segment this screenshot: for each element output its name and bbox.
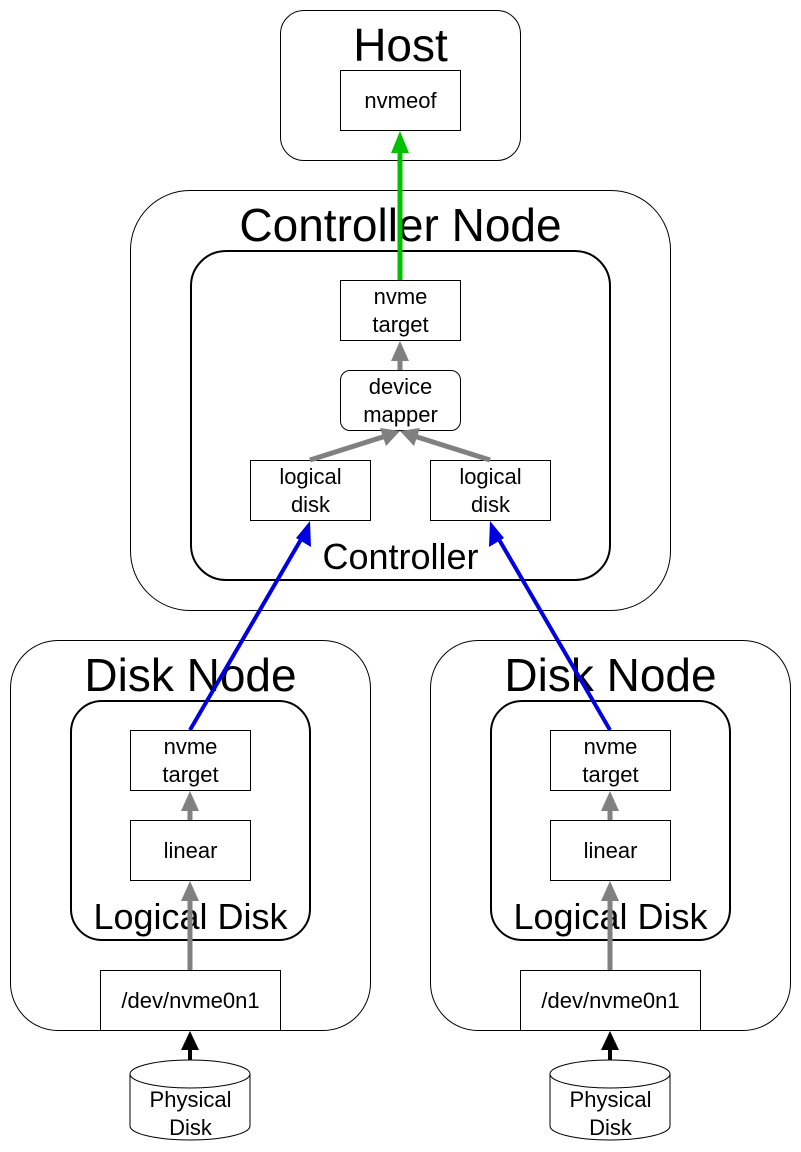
disk-links — [188, 521, 612, 732]
logical-disk-right-box: logical disk — [430, 460, 551, 521]
internal-arrows — [181, 341, 619, 970]
arrow-right-disk-to-mapper — [413, 433, 491, 463]
nvmeof-box: nvmeof — [340, 70, 461, 131]
disk-left-linear-box: linear — [130, 820, 251, 881]
logical-disk-right-line-1: logical — [459, 463, 522, 489]
disk-right-nvme-target-line-2: target — [582, 761, 639, 787]
controller-nvme-target-line-2: target — [372, 311, 429, 337]
arrow-mapper-to-target-head — [391, 341, 409, 361]
disk-node-right-title: Disk Node — [504, 649, 717, 701]
host-link — [391, 131, 409, 280]
physical-disk-right-line-1: Physical — [569, 1087, 652, 1112]
physical-disk-left-line-2: Disk — [169, 1115, 212, 1140]
controller-nvme-target-box: nvme target — [340, 280, 461, 341]
disk-left-nvme-target-box: nvme target — [130, 730, 251, 791]
physical-arrows — [181, 1031, 619, 1060]
logical-disk-left-line-1: logical — [279, 463, 342, 489]
arrow-left-disk-to-mapper — [309, 433, 387, 463]
physical-disk-right-line-2: Disk — [589, 1115, 632, 1140]
controller-title: Controller — [322, 536, 479, 577]
controller-nvme-target-line-1: nvme — [373, 283, 428, 309]
arrow-left-device-to-linear-head — [181, 881, 199, 901]
disk-node-left-title: Disk Node — [84, 649, 297, 701]
disk-right-device-box: /dev/nvme0n1 — [520, 970, 701, 1031]
logical-disk-left-line-2: disk — [290, 491, 331, 517]
arrow-disk-right-to-controller-head — [489, 521, 504, 547]
arrow-right-disk-to-mapper-head — [400, 428, 420, 446]
host-title: Host — [353, 19, 448, 71]
disk-right-linear-label: linear — [583, 837, 638, 863]
physical-disk-left-icon — [129, 1059, 251, 1141]
disk-left-nvme-target-line-1: nvme — [163, 733, 218, 759]
arrow-physical-right-head — [601, 1031, 619, 1050]
device-mapper-box: device mapper — [340, 370, 461, 431]
arrow-right-device-to-linear-head — [601, 881, 619, 901]
disk-right-device-label: /dev/nvme0n1 — [541, 987, 680, 1013]
physical-disk-left-label: Physical Disk — [130, 1086, 251, 1142]
arrow-disk-left-to-controller — [188, 534, 305, 732]
logical-disk-right-line-2: disk — [470, 491, 511, 517]
disk-right-nvme-target-line-1: nvme — [583, 733, 638, 759]
disk-left-nvme-target-line-2: target — [162, 761, 219, 787]
physical-disk-right-icon — [549, 1059, 671, 1141]
physical-disk-right-label: Physical Disk — [550, 1086, 671, 1142]
disk-right-nvme-target-box: nvme target — [550, 730, 671, 791]
arrow-disk-left-to-controller-head — [296, 521, 311, 547]
arrow-left-disk-to-mapper-head — [380, 428, 400, 446]
disk-left-linear-label: linear — [163, 837, 218, 863]
disk-left-device-box: /dev/nvme0n1 — [100, 970, 281, 1031]
nvmeof-label: nvmeof — [364, 87, 437, 113]
arrow-right-linear-to-target-head — [601, 791, 619, 811]
device-mapper-line-1: device — [368, 373, 433, 399]
device-mapper-line-2: mapper — [363, 401, 438, 427]
disk-right-linear-box: linear — [550, 820, 671, 881]
arrow-controller-to-host-head — [391, 131, 409, 153]
arrow-left-linear-to-target-head — [181, 791, 199, 811]
logical-disk-left-box: logical disk — [250, 460, 371, 521]
physical-disk-left-line-1: Physical — [149, 1087, 232, 1112]
arrow-disk-right-to-controller — [495, 534, 612, 732]
arrow-physical-left-head — [181, 1031, 199, 1050]
disk-left-device-label: /dev/nvme0n1 — [121, 987, 260, 1013]
